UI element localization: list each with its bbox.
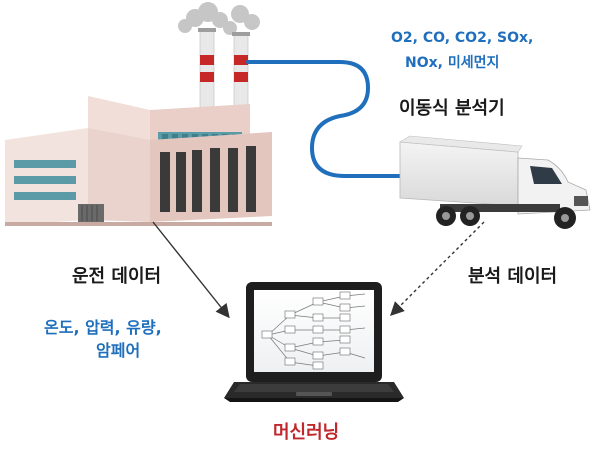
mobile-analyzer-label: 이동식 분석기 — [399, 98, 505, 119]
operation-data-line1: 온도, 압력, 유량, — [44, 318, 162, 337]
laptop-illustration — [224, 282, 404, 402]
operation-data-line2: 암페어 — [96, 341, 141, 360]
arrow-operation-to-ml — [152, 221, 230, 319]
wheel-icon — [436, 206, 576, 229]
truck-illustration — [399, 135, 591, 229]
pollutant-list-line2: NOx, 미세먼지 — [405, 55, 500, 71]
analysis-data-title: 분석 데이터 — [468, 266, 558, 287]
factory-illustration — [5, 2, 272, 226]
sampling-pipe — [246, 60, 404, 178]
operation-data-title: 운전 데이터 — [72, 266, 162, 287]
machine-learning-label: 머신러닝 — [273, 422, 340, 443]
smoke-icon — [178, 2, 260, 35]
arrow-analysis-to-ml — [390, 221, 485, 316]
pollutant-list-line1: O2, CO, CO2, SOx, — [391, 30, 534, 46]
